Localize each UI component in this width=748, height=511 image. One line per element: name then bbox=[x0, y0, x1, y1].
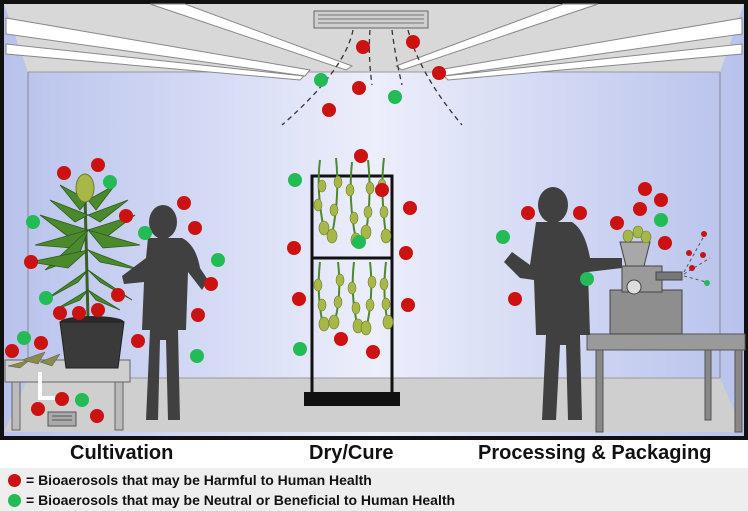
harmful-dot-icon bbox=[8, 473, 21, 487]
plant-pot bbox=[59, 316, 125, 369]
trimming-machine bbox=[609, 225, 711, 335]
harmful-bioaerosols bbox=[5, 35, 707, 423]
legend-text-harmful: = Bioaerosols that may be Harmful to Hum… bbox=[26, 472, 372, 488]
area-label-dry-cure: Dry/Cure bbox=[309, 442, 394, 464]
legend-item-neutral: = Bioaerosols that may be Neutral or Ben… bbox=[8, 490, 455, 510]
neutral-dot-icon bbox=[8, 493, 21, 507]
legend-item-harmful: = Bioaerosols that may be Harmful to Hum… bbox=[8, 470, 372, 490]
worker-cultivation-silhouette bbox=[122, 205, 208, 420]
worker-processing-silhouette bbox=[504, 187, 622, 420]
bioaerosols bbox=[5, 35, 710, 423]
area-labels: Cultivation Dry/Cure Processing & Packag… bbox=[0, 438, 748, 470]
processing-table bbox=[586, 333, 746, 433]
hvac-vent bbox=[313, 10, 429, 29]
neutral-bioaerosols bbox=[17, 73, 710, 407]
light-strips bbox=[5, 3, 743, 81]
room-scene bbox=[0, 0, 748, 440]
trimmed-leaves bbox=[7, 351, 61, 369]
area-label-cultivation: Cultivation bbox=[70, 442, 174, 464]
legend-text-neutral: = Bioaerosols that may be Neutral or Ben… bbox=[26, 492, 456, 508]
area-label-processing: Processing & Packaging bbox=[478, 442, 712, 464]
cannabis-plant bbox=[29, 173, 141, 321]
legend: = Bioaerosols that may be Harmful to Hum… bbox=[0, 468, 748, 511]
cultivation-table bbox=[4, 359, 131, 431]
